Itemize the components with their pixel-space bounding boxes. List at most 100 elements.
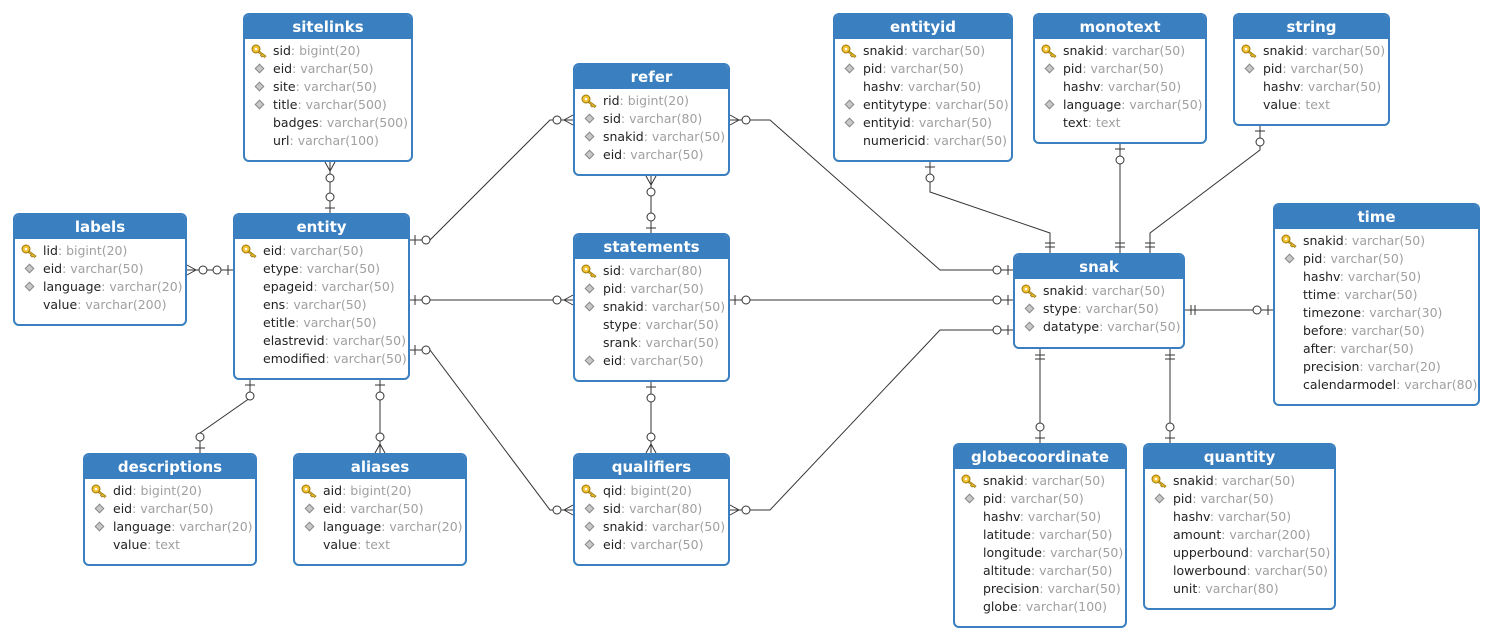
column-row[interactable]: badges: varchar(500) (245, 114, 411, 132)
column-row[interactable]: altitude: varchar(50) (955, 562, 1125, 580)
column-row[interactable]: ttime: varchar(50) (1275, 286, 1478, 304)
column-row[interactable]: url: varchar(100) (245, 132, 411, 150)
column-row[interactable]: language: varchar(20) (295, 518, 465, 536)
column-row[interactable]: pid: varchar(50) (955, 490, 1125, 508)
column-type: : varchar(50) (1192, 491, 1274, 506)
column-row[interactable]: value: varchar(200) (15, 296, 185, 314)
column-row[interactable]: hashv: varchar(50) (1145, 508, 1334, 526)
column-row[interactable]: latitude: varchar(50) (955, 526, 1125, 544)
column-row[interactable]: globe: varchar(100) (955, 598, 1125, 616)
foreign-key-icon (964, 493, 975, 504)
column-row[interactable]: eid: varchar(50) (245, 60, 411, 78)
column-row[interactable]: language: varchar(20) (15, 278, 185, 296)
column-row[interactable]: snakid: varchar(50) (835, 42, 1011, 60)
column-row[interactable]: precision: varchar(20) (1275, 358, 1478, 376)
column-row[interactable]: snakid: varchar(50) (575, 298, 728, 316)
column-row[interactable]: value: text (85, 536, 255, 554)
column-row[interactable]: pid: varchar(50) (575, 280, 728, 298)
column-row[interactable]: value: text (1235, 96, 1388, 114)
column-row[interactable]: hashv: varchar(50) (835, 78, 1011, 96)
column-row[interactable]: eid: varchar(50) (295, 500, 465, 518)
column-row[interactable]: sid: varchar(80) (575, 262, 728, 280)
column-row[interactable]: language: varchar(20) (85, 518, 255, 536)
column-row[interactable]: etype: varchar(50) (235, 260, 408, 278)
crowfoot-line (729, 504, 740, 511)
column-row[interactable]: sid: bigint(20) (245, 42, 411, 60)
column-row[interactable]: aid: bigint(20) (295, 482, 465, 500)
column-row[interactable]: eid: varchar(50) (85, 500, 255, 518)
column-row[interactable]: qid: bigint(20) (575, 482, 728, 500)
column-row[interactable]: timezone: varchar(30) (1275, 304, 1478, 322)
column-row[interactable]: elastrevid: varchar(50) (235, 332, 408, 350)
column-row[interactable]: precision: varchar(50) (955, 580, 1125, 598)
column-row[interactable]: calendarmodel: varchar(80) (1275, 376, 1478, 394)
column-row[interactable]: eid: varchar(50) (235, 242, 408, 260)
column-row[interactable]: pid: varchar(50) (835, 60, 1011, 78)
column-row[interactable]: srank: varchar(50) (575, 334, 728, 352)
column-row[interactable]: hashv: varchar(50) (1035, 78, 1205, 96)
column-row[interactable]: text: text (1035, 114, 1205, 132)
column-row[interactable]: pid: varchar(50) (1145, 490, 1334, 508)
column-row[interactable]: eid: varchar(50) (575, 536, 728, 554)
column-row[interactable]: epageid: varchar(50) (235, 278, 408, 296)
column-row[interactable]: stype: varchar(50) (575, 316, 728, 334)
column-row[interactable]: lowerbound: varchar(50) (1145, 562, 1334, 580)
column-row[interactable]: after: varchar(50) (1275, 340, 1478, 358)
column-row[interactable]: pid: varchar(50) (1035, 60, 1205, 78)
column-row[interactable]: numericid: varchar(50) (835, 132, 1011, 150)
column-row[interactable]: snakid: varchar(50) (1275, 232, 1478, 250)
column-row[interactable]: hashv: varchar(50) (1275, 268, 1478, 286)
column-row[interactable]: stype: varchar(50) (1015, 300, 1183, 318)
column-row[interactable]: hashv: varchar(50) (1235, 78, 1388, 96)
column-row[interactable]: eid: varchar(50) (15, 260, 185, 278)
column-row[interactable]: language: varchar(50) (1035, 96, 1205, 114)
column-row[interactable]: eid: varchar(50) (575, 352, 728, 370)
column-row[interactable]: value: text (295, 536, 465, 554)
column-row[interactable]: before: varchar(50) (1275, 322, 1478, 340)
column-row[interactable]: snakid: varchar(50) (955, 472, 1125, 490)
column-row[interactable]: hashv: varchar(50) (955, 508, 1125, 526)
column-row[interactable]: etitle: varchar(50) (235, 314, 408, 332)
column-row[interactable]: pid: varchar(50) (1235, 60, 1388, 78)
column-row[interactable]: lid: bigint(20) (15, 242, 185, 260)
column-row[interactable]: datatype: varchar(50) (1015, 318, 1183, 336)
column-row[interactable]: upperbound: varchar(50) (1145, 544, 1334, 562)
column-row[interactable]: unit: varchar(80) (1145, 580, 1334, 598)
column-row[interactable]: snakid: varchar(50) (1145, 472, 1334, 490)
column-row[interactable]: ens: varchar(50) (235, 296, 408, 314)
column-row[interactable]: snakid: varchar(50) (1015, 282, 1183, 300)
column-row[interactable]: snakid: varchar(50) (575, 128, 728, 146)
optional-circle (325, 192, 335, 202)
column-row[interactable]: entityid: varchar(50) (835, 114, 1011, 132)
column-row[interactable]: eid: varchar(50) (575, 146, 728, 164)
column-row[interactable]: snakid: varchar(50) (1235, 42, 1388, 60)
column-row[interactable]: snakid: varchar(50) (575, 518, 728, 536)
column-row[interactable]: did: bigint(20) (85, 482, 255, 500)
column-row[interactable]: emodified: varchar(50) (235, 350, 408, 368)
column-row[interactable]: title: varchar(500) (245, 96, 411, 114)
column-row[interactable]: site: varchar(50) (245, 78, 411, 96)
column-row[interactable]: amount: varchar(200) (1145, 526, 1334, 544)
column-row[interactable]: sid: varchar(80) (575, 110, 728, 128)
column-row[interactable]: pid: varchar(50) (1275, 250, 1478, 268)
column-row[interactable]: sid: varchar(80) (575, 500, 728, 518)
column-row[interactable]: entitytype: varchar(50) (835, 96, 1011, 114)
column-row[interactable]: longitude: varchar(50) (955, 544, 1125, 562)
column-row[interactable]: snakid: varchar(50) (1035, 42, 1205, 60)
column-row[interactable]: rid: bigint(20) (575, 92, 728, 110)
